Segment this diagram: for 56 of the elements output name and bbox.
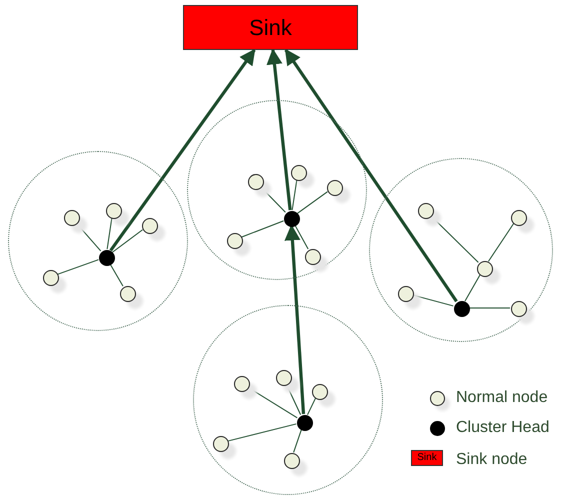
sensor-node: [120, 286, 136, 302]
legend-text: Sink node: [456, 451, 528, 469]
sensor-node: [477, 261, 493, 277]
link-line: [57, 259, 99, 275]
arrow: [109, 48, 256, 252]
link-line: [488, 223, 514, 262]
cluster-boundary: [8, 151, 188, 331]
legend-text: Normal node: [456, 389, 548, 407]
sensor-node: [305, 249, 321, 265]
sensor-node: [312, 384, 328, 400]
sensor-node: [227, 233, 243, 249]
sensor-node: [248, 174, 264, 190]
link-line: [106, 217, 112, 250]
link-line: [294, 224, 309, 250]
cluster-head-node: [297, 415, 313, 431]
cluster-boundary: [193, 305, 383, 495]
sensor-node: [511, 301, 527, 317]
link-line: [112, 229, 144, 253]
sink-legend-swatch: Sink: [411, 450, 443, 466]
cluster-head-node: [284, 211, 300, 227]
link-line: [76, 222, 102, 252]
sensor-node: [64, 210, 80, 226]
link-line: [464, 274, 480, 302]
cluster-head-node: [99, 250, 115, 266]
link-line: [292, 179, 298, 211]
link-line: [297, 191, 328, 214]
link-line: [227, 423, 297, 442]
link-line: [430, 215, 479, 263]
legend-text: Cluster Head: [456, 419, 550, 437]
arrow: [266, 48, 292, 210]
sensor-node: [327, 180, 343, 196]
arrow: [284, 224, 306, 414]
sensor-node: [291, 165, 307, 181]
cluster-boundary: [369, 158, 553, 342]
sensor-node: [106, 203, 122, 219]
link-line: [247, 386, 298, 418]
arrow: [284, 48, 458, 302]
sensor-node: [418, 203, 434, 219]
sensor-node: [398, 286, 414, 302]
sink-box: Sink: [183, 5, 358, 50]
sensor-node: [43, 270, 59, 286]
link-line: [286, 384, 302, 416]
link-line: [412, 294, 454, 306]
link-line: [293, 429, 302, 453]
sensor-node: [284, 453, 300, 469]
link-line: [306, 398, 316, 416]
cluster-head-node: [454, 301, 470, 317]
link-line: [240, 220, 284, 238]
cluster-boundary: [187, 100, 367, 280]
sensor-node: [234, 376, 250, 392]
sensor-node: [276, 370, 292, 386]
link-line: [260, 186, 286, 213]
sensor-node: [511, 210, 527, 226]
sensor-node: [142, 218, 158, 234]
link-line: [110, 263, 124, 287]
sensor-node: [213, 436, 229, 452]
